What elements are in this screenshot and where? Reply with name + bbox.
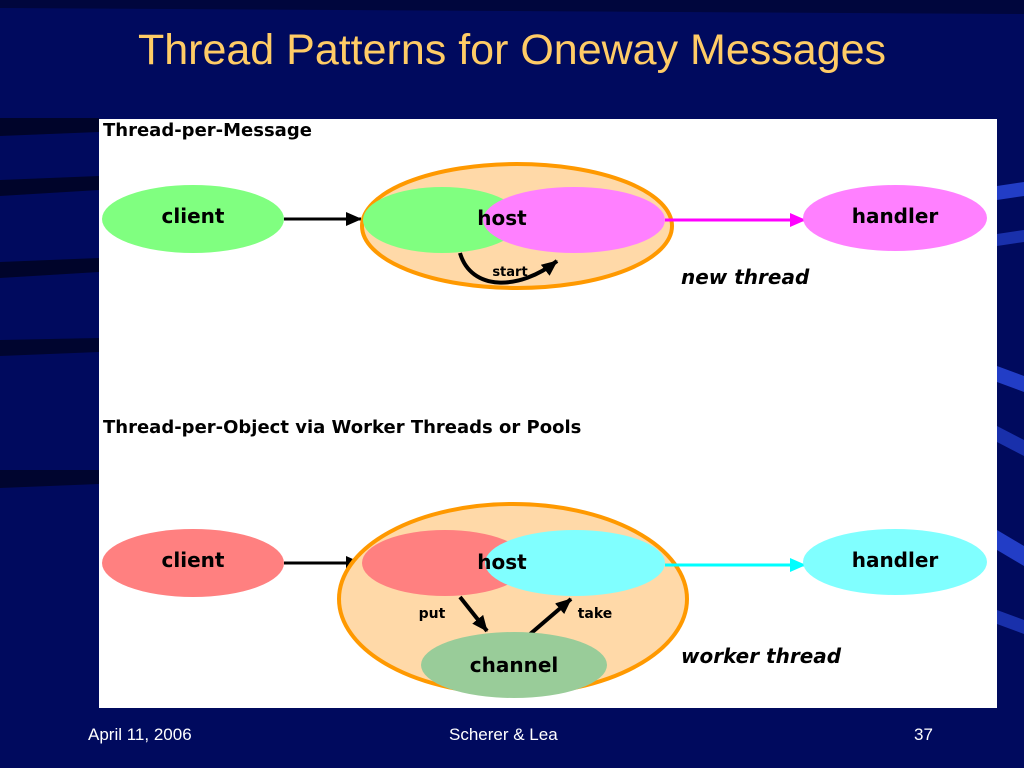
bottom-take-label: take [578,606,613,622]
bottom-put-label: put [419,606,446,622]
top-host-label: host [477,206,527,230]
top-client-node [102,185,284,253]
footer-page-number: 37 [914,725,933,744]
bottom-annotation: worker thread [681,644,842,668]
top-host-left-node [363,187,521,253]
slide-title: Thread Patterns for Oneway Messages [137,26,887,74]
bottom-channel-label: channel [470,653,559,677]
top-handler-label: handler [852,204,939,228]
bottom-client-label: client [162,548,225,572]
bottom-channel-node [421,632,607,698]
bottom-put-arrow [458,595,489,633]
bottom-handler-label: handler [852,548,939,572]
top-annotation: new thread [681,265,810,289]
bottom-host-label: host [477,550,527,574]
footer-authors: Scherer & Lea [449,725,558,744]
heading-thread-per-message: Thread-per-Message [103,120,312,141]
bottom-host-right-node [485,530,665,596]
bottom-take-arrow [527,597,573,637]
top-start-arrow [458,252,559,285]
bottom-host-left-node [362,530,528,596]
bottom-client-node [102,529,284,597]
heading-thread-per-object: Thread-per-Object via Worker Threads or … [103,417,581,438]
diagram-canvas: Thread-per-Message client host start han… [102,120,987,698]
footer-date: April 11, 2006 [88,725,192,744]
top-start-label: start [492,265,527,280]
top-client-label: client [162,204,225,228]
top-handler-node [803,185,987,251]
bottom-handler-node [803,529,987,595]
top-host-right-node [483,187,665,253]
diagram-panel: Thread-per-Message client host start han… [99,119,997,708]
